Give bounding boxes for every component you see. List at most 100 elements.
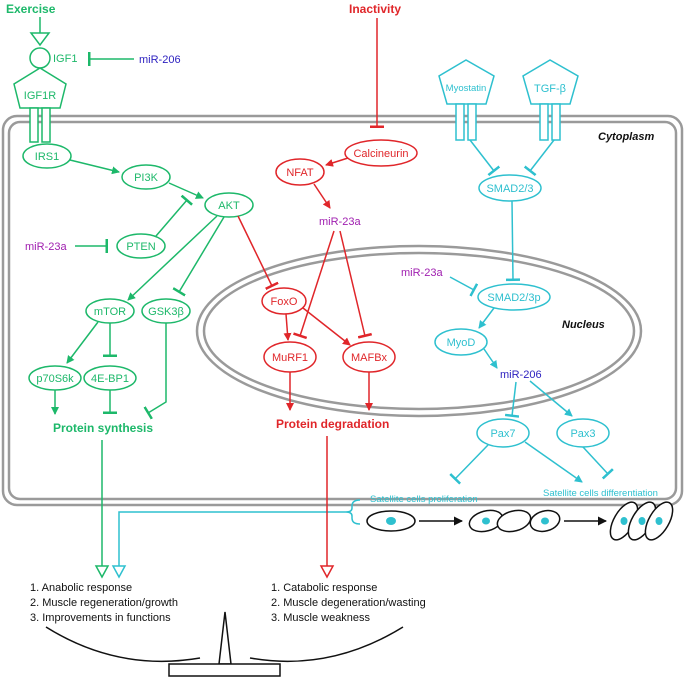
satellite-anabolic-arrowhead	[111, 565, 127, 579]
pten-label: PTEN	[126, 241, 155, 253]
akt-inhibits-foxo	[237, 215, 279, 290]
smad23-node	[478, 174, 542, 202]
proliferation-label: Satellite cells proliferation	[370, 494, 478, 505]
satellite-cell-nucleus	[386, 517, 396, 525]
igf1r-label: IGF1R	[24, 90, 56, 102]
gsk3b-label: GSK3β	[148, 306, 184, 318]
myostatin-label: Myostatin	[446, 83, 487, 94]
pi3k-to-akt	[168, 182, 204, 199]
murf1-label: MuRF1	[272, 352, 308, 364]
balance-fulcrum	[218, 611, 232, 665]
smad23-label: SMAD2/3	[486, 183, 533, 195]
irs1-node	[22, 143, 72, 169]
myotube-cell-1-nucleus	[620, 517, 628, 525]
nucleus-label: Nucleus	[562, 319, 605, 331]
pi3k-label: PI3K	[134, 172, 159, 184]
akt-label: AKT	[218, 200, 240, 212]
myostatin-receptor	[438, 59, 495, 105]
mir23a-smad-label: miR-23a	[401, 267, 443, 279]
igf1r-transmembrane	[29, 107, 51, 143]
mtor-label: mTOR	[94, 306, 126, 318]
pten-node	[116, 233, 166, 259]
smad23-inhibits-smad23p	[505, 200, 521, 282]
catabolic-item-1: 1. Catabolic response	[271, 582, 377, 594]
proliferating-cell-1-nucleus	[482, 517, 490, 525]
mir23a-inhibits-mafbx	[339, 230, 373, 339]
calcineurin-node	[344, 139, 418, 167]
protein-synthesis-label: Protein synthesis	[53, 421, 153, 435]
igf1-label: IGF1	[53, 53, 77, 65]
tgfb-receptor	[522, 59, 579, 105]
anabolic-item-2: 2. Muscle regeneration/growth	[30, 597, 178, 609]
pax7-label: Pax7	[490, 428, 515, 440]
tgfb-inhibits-smad23	[523, 139, 555, 177]
pten-inhibits-pi3k-akt	[155, 194, 193, 237]
myotube-cell-2-nucleus	[638, 517, 646, 525]
pax7-to-differentiation	[524, 441, 583, 483]
cell-membrane-inner	[7, 120, 678, 501]
balance-base	[168, 663, 281, 677]
myotube-cell-3-nucleus	[655, 517, 663, 525]
mir23a-nfat-label: miR-23a	[319, 216, 361, 228]
irs1-label: IRS1	[35, 151, 59, 163]
mir206-igf1-label: miR-206	[139, 54, 181, 66]
myod-node	[434, 328, 488, 356]
pax3-label: Pax3	[570, 428, 595, 440]
irs1-to-pi3k	[69, 159, 120, 175]
mir23a-inhibits-murf1	[293, 230, 335, 340]
inactivity-label: Inactivity	[349, 2, 401, 16]
4ebp1-label: 4E-BP1	[91, 373, 129, 385]
mir206-to-pax3	[529, 380, 573, 417]
p70s6k-label: p70S6k	[36, 373, 74, 385]
nfat-node	[275, 158, 325, 186]
exercise-label: Exercise	[6, 2, 56, 16]
catabolic-item-3: 3. Muscle weakness	[271, 612, 371, 624]
satellite-cells-bracket	[345, 499, 361, 525]
differentiation-label: Satellite cells differentiation	[543, 488, 658, 499]
cytoplasm-label: Cytoplasm	[598, 131, 654, 143]
anabolic-item-3: 3. Improvements in functions	[30, 612, 171, 624]
satellite-cells-to-anabolic	[118, 511, 346, 566]
akt-node	[204, 192, 254, 218]
cyan-edges	[449, 139, 614, 485]
catabolic-arrowhead	[319, 565, 335, 579]
foxo-to-murf1	[283, 313, 292, 341]
igf1-node	[29, 47, 51, 69]
nfat-label: NFAT	[286, 167, 314, 179]
myostatin-inhibits-smad23	[469, 139, 501, 177]
calcineurin-to-nfat	[325, 157, 349, 167]
mtor-to-p70s6k	[66, 321, 99, 364]
smad23p-to-myod	[478, 307, 495, 329]
akt-inhibits-gsk3b	[172, 216, 225, 297]
mafbx-label: MAFBx	[351, 352, 388, 364]
foxo-label: FoxO	[271, 296, 298, 308]
gsk3b-inhibits-synthesis	[143, 323, 167, 420]
nfat-to-mir23a	[313, 183, 331, 209]
catabolic-item-2: 2. Muscle degeneration/wasting	[271, 597, 426, 609]
pax7-inhibits-proliferation	[449, 444, 489, 485]
foxo-to-mafbx	[302, 307, 351, 346]
anabolic-outcomes: 1. Anabolic response 2. Muscle regenerat…	[30, 582, 178, 624]
smad23p-node	[477, 283, 551, 311]
myostatin-transmembrane	[455, 103, 477, 141]
mir23a-inhibits-smad23p	[449, 276, 479, 297]
balance-right-pan	[249, 626, 404, 663]
anabolic-item-1: 1. Anabolic response	[30, 582, 132, 594]
proliferating-cell-2	[496, 509, 532, 533]
foxo-node	[261, 287, 307, 315]
tgfb-transmembrane	[539, 103, 561, 141]
anabolic-arrowhead	[94, 565, 110, 579]
nucleus-membrane-inner	[202, 251, 636, 411]
mir206-myod-label: miR-206	[500, 369, 542, 381]
proliferating-cell-3-nucleus	[541, 517, 549, 525]
nucleus-membrane-outer	[195, 244, 643, 418]
balance-scale	[45, 611, 404, 677]
pax3-inhibits-differentiation	[582, 446, 614, 480]
cell-membrane-outer	[1, 114, 684, 507]
mir206-inhibits-pax7	[504, 381, 520, 418]
smad23p-label: SMAD2/3p	[487, 292, 540, 304]
exercise-arrowhead	[29, 32, 51, 47]
myod-label: MyoD	[447, 337, 476, 349]
tgfb-label: TGF-β	[534, 83, 566, 95]
